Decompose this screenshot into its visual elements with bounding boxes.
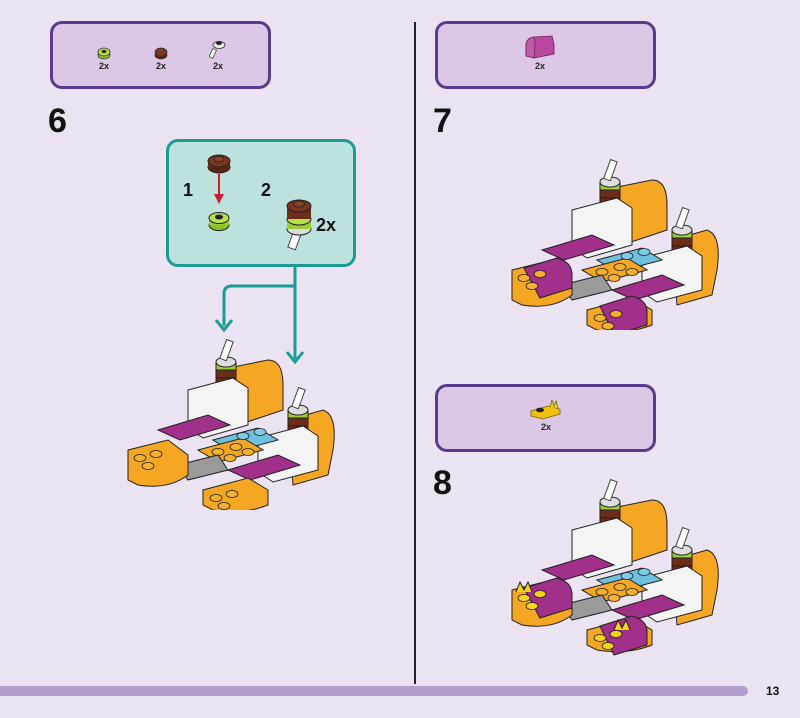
stud (609, 310, 623, 318)
lime-round-plate-icon (97, 47, 111, 60)
red-arrow-icon (214, 174, 224, 204)
stud (609, 630, 623, 638)
stud (225, 490, 239, 498)
stud (533, 590, 547, 598)
part-qty: 2x (155, 61, 166, 71)
stud (593, 634, 607, 642)
step-8-parts-box: 2x (435, 384, 656, 452)
step-number-8: 8 (433, 464, 452, 502)
step-6-parts-box: 2x 2x 2x (50, 21, 271, 89)
stud (613, 583, 627, 591)
part-white-clip-bar: 2x (198, 38, 238, 71)
stud (637, 248, 651, 256)
stud (595, 588, 609, 596)
stud (620, 252, 634, 260)
sub-assembly-illustration (207, 154, 312, 251)
part-qty: 2x (534, 61, 545, 71)
stud (637, 568, 651, 576)
magenta-band-right (610, 594, 686, 621)
stud (229, 443, 243, 451)
step-7-parts-box: 2x (435, 21, 656, 89)
stud (595, 268, 609, 276)
combined-assembly-icon (286, 199, 312, 251)
stud (601, 642, 615, 650)
stud (149, 450, 163, 458)
step-8-model (511, 478, 719, 656)
part-brown-round-plate: 2x (141, 46, 181, 71)
stud (525, 282, 539, 290)
stud (533, 270, 547, 278)
magenta-curved-slope-icon (525, 35, 555, 59)
stud (607, 594, 621, 602)
stud (209, 494, 223, 502)
part-lime-round-plate: 2x (84, 46, 124, 71)
stud (241, 448, 255, 456)
brown-round-plate-icon (154, 47, 168, 60)
stud (620, 572, 634, 580)
step-number-6: 6 (48, 102, 67, 140)
stud (141, 462, 155, 470)
stud (211, 448, 225, 456)
stud (525, 602, 539, 610)
part-qty: 2x (212, 61, 223, 71)
stud (223, 454, 237, 462)
stud (133, 454, 147, 462)
sub-assembly-qty: 2x (316, 215, 337, 235)
magenta-band-left (540, 234, 616, 261)
magenta-band-left (540, 554, 616, 581)
arrow-head-left-icon (214, 319, 234, 333)
sub-step-1-label: 1 (183, 180, 194, 200)
part-yellow-clip-plate: 2x (526, 397, 566, 432)
magenta-band-right (226, 454, 302, 481)
magenta-band-left (156, 414, 232, 441)
stud (593, 314, 607, 322)
brown-plate-icon (207, 154, 231, 174)
step-number-7: 7 (433, 102, 452, 140)
magenta-band-right (610, 274, 686, 301)
yellow-clip-plate-icon (530, 398, 561, 420)
magenta-slope-right (599, 295, 648, 330)
orange-base-front-left (127, 439, 189, 487)
stud (517, 594, 531, 602)
yellow-clip-left (515, 580, 533, 593)
part-magenta-curved-slope: 2x (520, 34, 560, 71)
stud (601, 322, 615, 330)
yellow-clip-right (613, 618, 631, 631)
stud (625, 588, 639, 596)
part-qty: 2x (540, 422, 551, 432)
sub-assembly-box: 1 2 2x (166, 139, 356, 267)
stud (517, 274, 531, 282)
sub-step-2-label: 2 (261, 180, 272, 200)
stud (236, 432, 250, 440)
step-6-model (127, 338, 335, 510)
white-clip-bar-icon (209, 41, 226, 59)
stud (253, 428, 267, 436)
arrow-head-right-icon (285, 351, 305, 365)
stud (607, 274, 621, 282)
callout-arrows (214, 264, 305, 365)
stud (613, 263, 627, 271)
stud (625, 268, 639, 276)
lime-plate-icon (208, 212, 230, 231)
page-number: 13 (766, 684, 780, 698)
stud (217, 502, 231, 510)
part-qty: 2x (98, 61, 109, 71)
footer-bar (0, 686, 748, 696)
page-divider (414, 22, 416, 684)
step-7-model (511, 158, 719, 330)
